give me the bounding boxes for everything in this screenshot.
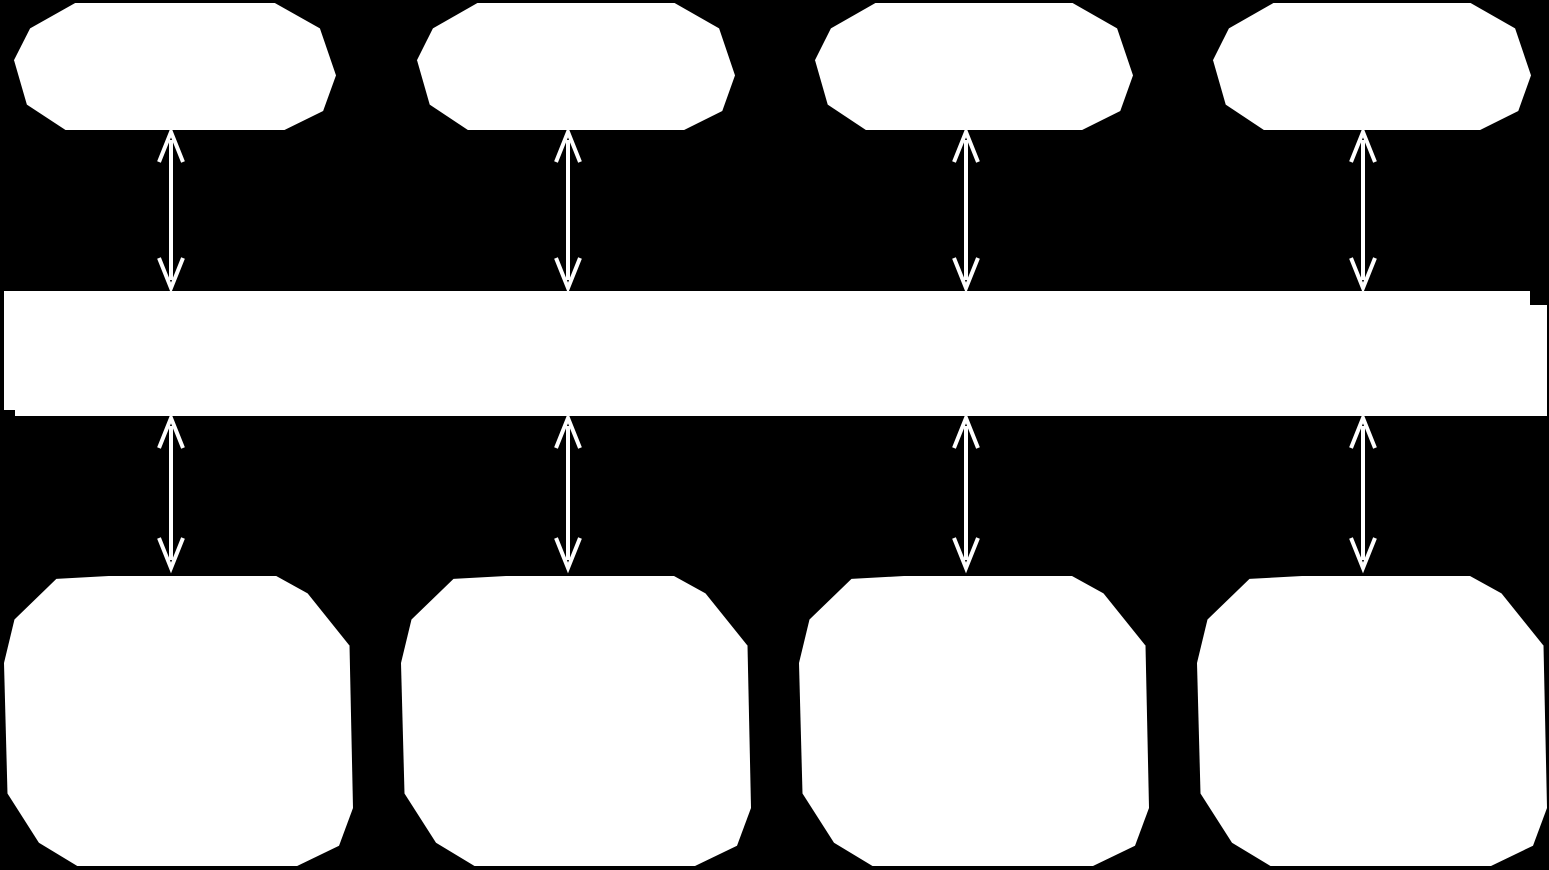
bottom-node-row — [4, 576, 1547, 866]
connector-arrow-6 — [554, 412, 582, 574]
connector-arrow-5 — [157, 412, 185, 574]
connector-arrow-3 — [952, 126, 980, 294]
top-node-1 — [14, 3, 336, 130]
connector-arrow-1 — [157, 126, 185, 294]
connector-arrow-2 — [554, 126, 582, 294]
bottom-node-3 — [799, 576, 1149, 866]
connector-arrow-4 — [1349, 126, 1377, 294]
connector-layer — [157, 126, 1377, 574]
bus-layer — [4, 291, 1547, 416]
connector-arrow-8 — [1349, 412, 1377, 574]
top-node-2 — [417, 3, 735, 130]
bus-bar — [4, 291, 1547, 416]
bottom-node-4 — [1197, 576, 1547, 866]
top-node-4 — [1213, 3, 1531, 130]
top-node-row — [14, 3, 1531, 130]
top-node-3 — [815, 3, 1133, 130]
connector-arrow-7 — [952, 412, 980, 574]
bottom-node-1 — [4, 576, 353, 866]
bottom-node-2 — [401, 576, 751, 866]
